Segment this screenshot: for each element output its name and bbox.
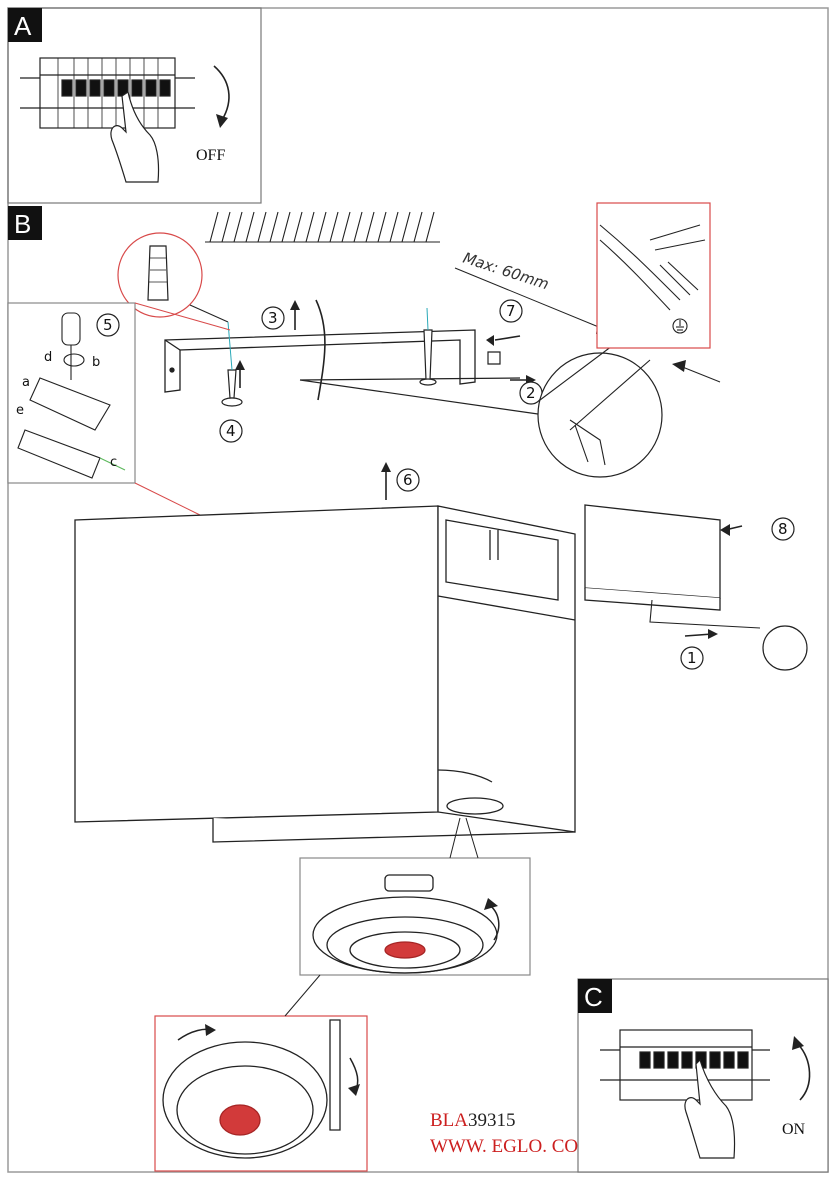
cable-loop: [762, 625, 808, 671]
cable-stripper-detail-frame: [596, 202, 711, 349]
svg-text:2: 2: [526, 384, 536, 402]
cable-detail-circle: [537, 352, 663, 478]
end-cap: [584, 504, 721, 611]
detail-letter-e: e: [16, 403, 24, 418]
step-1-marker: 1: [680, 646, 704, 670]
ceiling-hatch: [205, 211, 440, 243]
lamp-grille-tilt: [219, 1104, 261, 1136]
step-6-marker: 6: [396, 468, 420, 492]
page-frame: [7, 7, 829, 1173]
svg-text:3: 3: [268, 309, 278, 327]
on-label: ON: [782, 1121, 806, 1138]
svg-text:6: 6: [403, 471, 413, 489]
svg-text:8: 8: [778, 520, 788, 538]
step-8-marker: 8: [771, 517, 795, 541]
step-2-marker: 2: [519, 381, 543, 405]
circuit-breaker-icon: [20, 57, 195, 129]
terminal-block: [17, 377, 126, 479]
step-3-marker: 3: [261, 306, 285, 330]
section-b-tag-bg: [8, 206, 42, 240]
off-label: OFF: [196, 147, 225, 164]
cable-stripper-icon: [599, 224, 706, 311]
section-a-tag-bg: [8, 8, 42, 42]
mounting-bracket: [164, 329, 476, 393]
wall-plug-icon: [147, 245, 169, 301]
hand-icon-c: [684, 1058, 736, 1159]
step-5-marker: 5: [96, 313, 120, 337]
model-number: BLA39315: [430, 1110, 516, 1131]
section-a-frame: [7, 7, 262, 204]
lamp-head: [312, 874, 498, 974]
detail-letter-c: c: [110, 455, 117, 470]
svg-text:5: 5: [103, 316, 113, 334]
svg-text:1: 1: [687, 649, 697, 667]
detail-letter-d: d: [44, 350, 52, 365]
circuit-breaker-icon-c: [600, 1029, 770, 1101]
luminaire-body: [74, 505, 576, 843]
detail-letter-b: b: [92, 355, 100, 370]
screwdriver-icon: [61, 312, 85, 380]
lamp-grille: [384, 941, 426, 959]
step-4-marker: 4: [219, 419, 243, 443]
off-arrow-icon: [213, 65, 230, 121]
svg-text:4: 4: [226, 422, 236, 440]
ground-symbol-icon: [672, 318, 688, 334]
screw-icon: [221, 329, 501, 407]
mains-cable: [315, 299, 326, 401]
hand-icon: [110, 91, 160, 183]
lamp-tilt-view: [162, 1019, 341, 1159]
section-c-panel: C ON: [577, 978, 829, 1173]
step-7-marker: 7: [499, 299, 523, 323]
section-c-tag-bg: [578, 979, 612, 1013]
svg-text:7: 7: [506, 302, 516, 320]
website-label: WWW. EGLO. COM: [430, 1136, 595, 1157]
section-a-panel: A OFF: [7, 7, 262, 204]
on-arrow-icon: [797, 1043, 811, 1101]
section-b-panel: B: [7, 202, 808, 1172]
detail-letter-a: a: [22, 375, 30, 390]
section-a-tag: A: [14, 11, 32, 41]
section-c-tag: C: [584, 982, 603, 1012]
max-strip-length-note: Max: 60mm: [461, 249, 551, 294]
section-b-tag: B: [14, 209, 31, 239]
